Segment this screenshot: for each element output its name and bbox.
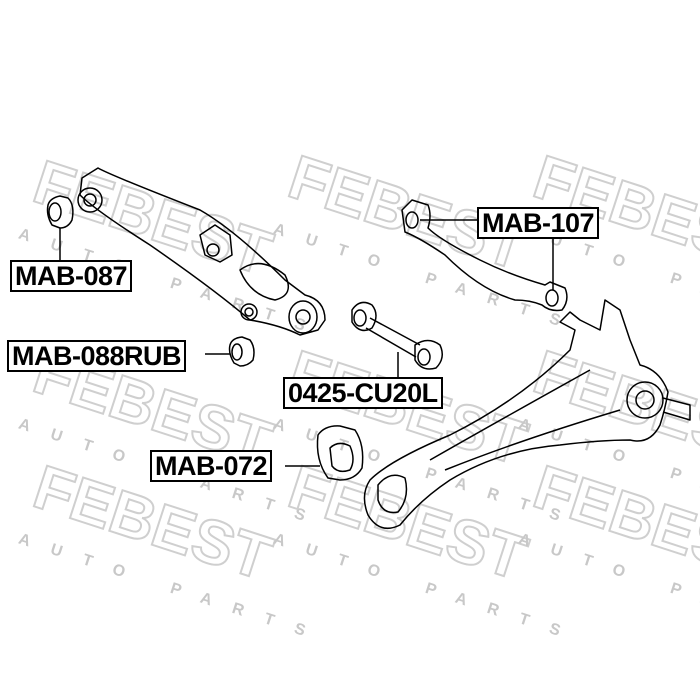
bushing-mab-088rub: [205, 336, 255, 367]
bushing-mab-072: [285, 425, 364, 481]
trailing-arm: [363, 299, 691, 530]
link-0425-cu20l: [351, 301, 443, 378]
part-label-mab-088rub: MAB-088RUB: [7, 340, 187, 372]
part-label-mab-107: MAB-107: [477, 207, 600, 239]
part-label-0425-cu20l: 0425-CU20L: [283, 377, 443, 409]
lower-control-arm: [77, 167, 326, 336]
bushing-mab-087: [46, 195, 74, 262]
part-label-mab-072: MAB-072: [150, 450, 273, 482]
upper-arm-mab-107: [401, 199, 568, 312]
part-label-mab-087: MAB-087: [10, 260, 133, 292]
